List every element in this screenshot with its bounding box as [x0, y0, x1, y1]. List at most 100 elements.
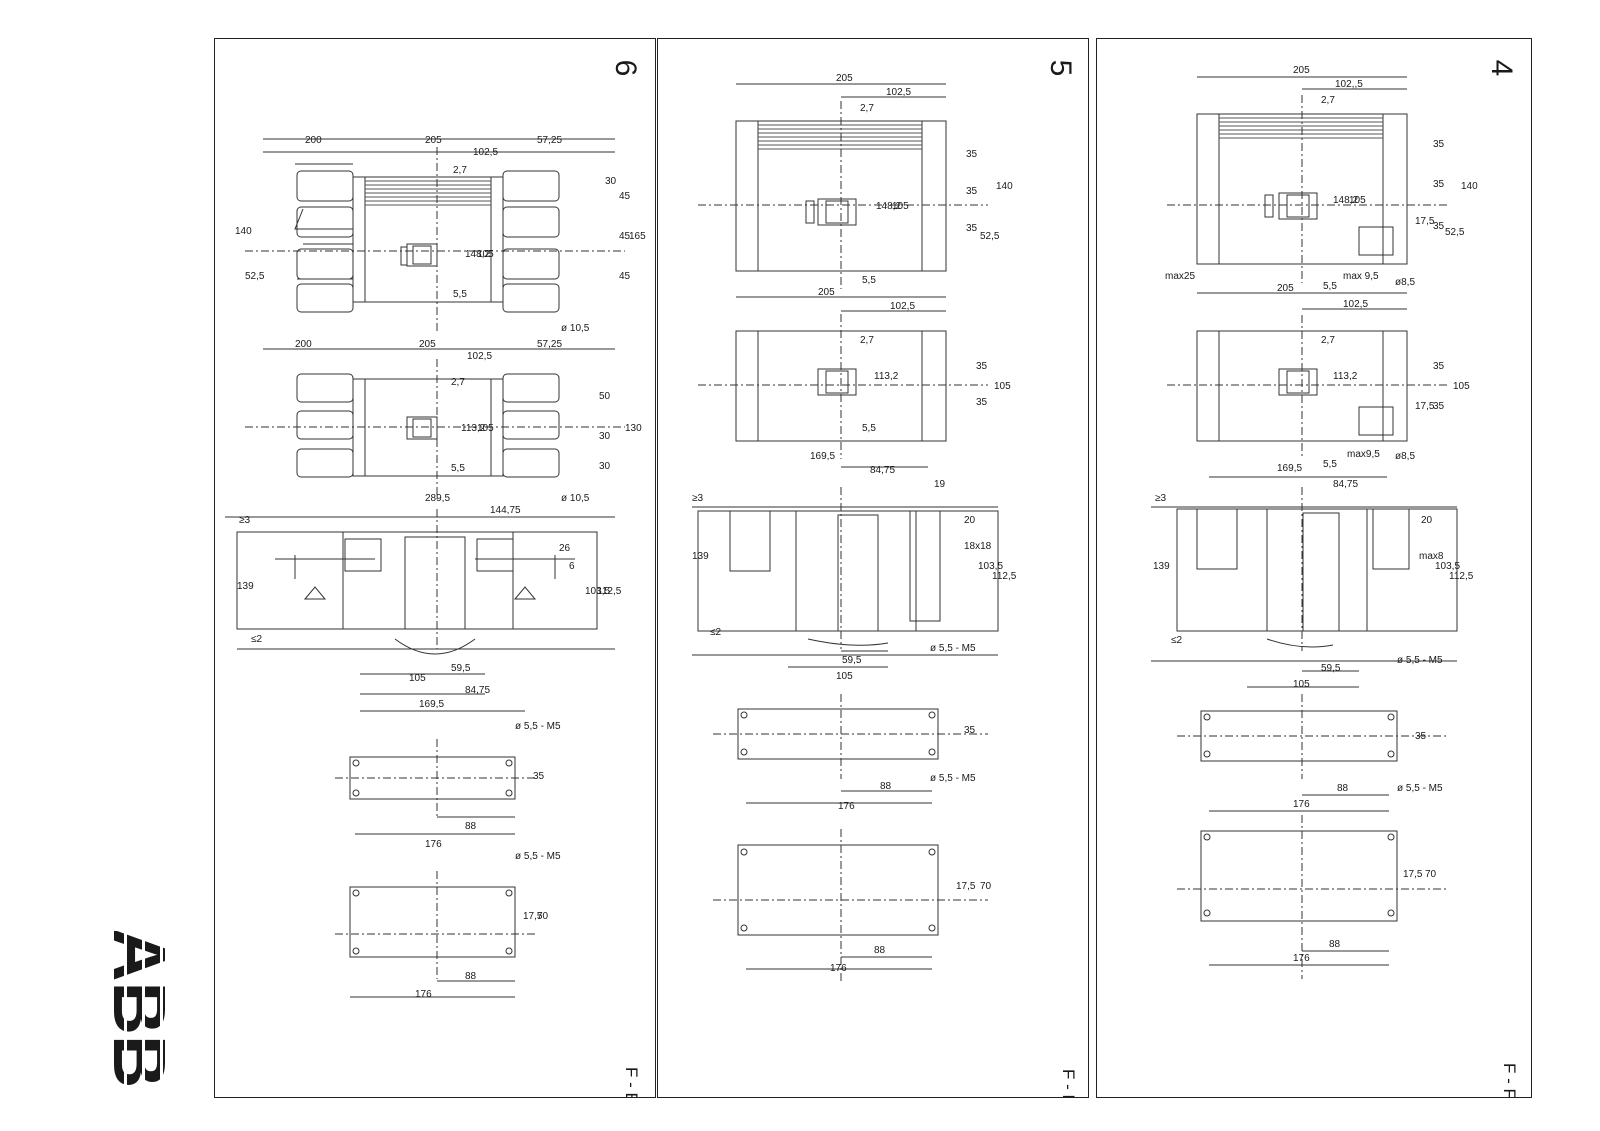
dim-label: 102,5 [886, 87, 911, 98]
dim-label: 165 [629, 231, 646, 242]
top-view-2 [1167, 292, 1447, 459]
dim-label: 105 [409, 673, 426, 684]
dim-label: 103,5 [1435, 561, 1460, 572]
drilling-template-1 [713, 694, 988, 804]
dim-label: 17,5 [523, 911, 543, 922]
dim-label: 176 [415, 989, 432, 1000]
dim-label: 45 [619, 191, 631, 202]
dim-label: 148,2 [876, 201, 901, 212]
dim-label: 35 [1433, 221, 1445, 232]
dim-label: 144,75 [490, 505, 521, 516]
dim-label: 130 [625, 423, 642, 434]
dim-label: ø 5,5 - M5 [515, 721, 561, 732]
dim-label: ≥3 [239, 515, 250, 526]
dim-label: 148,2 [465, 249, 490, 260]
dim-label: 176 [425, 839, 442, 850]
dim-label: ø 5,5 - M5 [1397, 655, 1443, 666]
abb-logo: ABB [98, 928, 181, 1096]
dim-label: 148,2 [1333, 195, 1358, 206]
dim-label: 112,5 [597, 586, 622, 597]
dim-label: 88 [1329, 939, 1341, 950]
dim-label: 176 [838, 801, 855, 812]
drilling-template-1 [335, 739, 535, 835]
dim-label: 176 [1293, 953, 1310, 964]
side-view [225, 509, 615, 712]
dim-label: 70 [1425, 869, 1437, 880]
dim-label: 17,5 [956, 881, 976, 892]
dim-label: 35 [976, 361, 988, 372]
dim-label: 88 [465, 821, 477, 832]
dim-label: 205 [1277, 283, 1294, 294]
dim-label: 112,5 [992, 571, 1017, 582]
dim-label: 59,5 [842, 655, 862, 666]
dim-label: 113,2 [461, 423, 486, 434]
drawing-panel-5: 5 F - FC Cu [657, 38, 1089, 1098]
dim-label: 200 [305, 135, 322, 146]
dim-label: ø 5,5 - M5 [930, 773, 976, 784]
dim-label: 57,25 [537, 339, 562, 350]
dim-label: 17,5 [1415, 216, 1435, 227]
side-view [1151, 476, 1458, 688]
top-view-2 [698, 296, 988, 459]
dim-label: ≤2 [1171, 635, 1182, 646]
dim-label: 17,5 [1415, 401, 1435, 412]
dim-label: 20 [964, 515, 976, 526]
dim-label: 59,5 [451, 663, 471, 674]
top-view-1 [245, 138, 625, 334]
dim-label: ≤2 [251, 634, 262, 645]
dim-label: 105 [1453, 381, 1470, 392]
dim-label: 105 [477, 249, 494, 260]
dim-label: 84,75 [870, 465, 895, 476]
dim-label: 5,5 [862, 423, 876, 434]
dim-label: 35 [1433, 401, 1445, 412]
dim-label: ≥3 [1155, 493, 1166, 504]
dim-label: 2,7 [451, 377, 465, 388]
dim-label: 169,5 [1277, 463, 1302, 474]
drawing-panel-6: 6 F - ES [214, 38, 656, 1098]
dim-label: 2,7 [860, 103, 874, 114]
dim-label: 205 [1293, 65, 1310, 76]
dim-label: 105 [892, 201, 909, 212]
dim-label: 52,5 [245, 271, 265, 282]
dim-label: 2,7 [1321, 95, 1335, 106]
dim-label: 112,5 [1449, 571, 1474, 582]
dim-label: 2,7 [860, 335, 874, 346]
dim-label: 176 [830, 963, 847, 974]
dim-label: 139 [692, 551, 709, 562]
dim-label: 113,2 [1333, 371, 1358, 382]
dim-label: 88 [874, 945, 886, 956]
drilling-template-2 [713, 829, 988, 984]
dim-label: 30 [605, 176, 617, 187]
dim-label: 45 [619, 231, 631, 242]
dim-label: max8 [1419, 551, 1444, 562]
dim-label: 102,5 [890, 301, 915, 312]
dim-label: 2,7 [453, 165, 467, 176]
dim-label: 105 [994, 381, 1011, 392]
dim-label: 289,5 [425, 493, 450, 504]
dim-label: 84,75 [465, 685, 490, 696]
dim-label: 139 [237, 581, 254, 592]
dim-label: 35 [966, 149, 978, 160]
dim-label: 140 [1461, 181, 1478, 192]
dim-label: 17,5 [1403, 869, 1423, 880]
dim-label: 88 [880, 781, 892, 792]
dim-label: 103,5 [585, 586, 610, 597]
dim-label: 35 [976, 397, 988, 408]
dim-label: 70 [537, 911, 549, 922]
dim-label: 103,5 [978, 561, 1003, 572]
top-view-1 [698, 83, 988, 289]
dim-label: 102,5 [1343, 299, 1368, 310]
dim-label: 140 [235, 226, 252, 237]
top-view-1 [1167, 76, 1447, 283]
dim-label: 105 [1349, 195, 1366, 206]
drawing-panel-4: 4 F - F [1096, 38, 1532, 1098]
dim-label: max25 [1165, 271, 1195, 282]
technical-drawing: 200 205 102,5 57,25 2,7 140 148,2 105 16… [225, 135, 646, 1000]
dim-label: 105 [1293, 679, 1310, 690]
technical-drawing: 205 102,5 2,7 148,2 105 35 35 35 140 52,… [692, 73, 1017, 984]
technical-drawing: 205 102,,5 2,7 148,2 105 35 35 17,5 35 1… [1151, 65, 1478, 979]
dim-label: 105 [836, 671, 853, 682]
dim-label: 169,5 [810, 451, 835, 462]
dim-label: 139 [1153, 561, 1170, 572]
dim-label: ø 5,5 - M5 [930, 643, 976, 654]
